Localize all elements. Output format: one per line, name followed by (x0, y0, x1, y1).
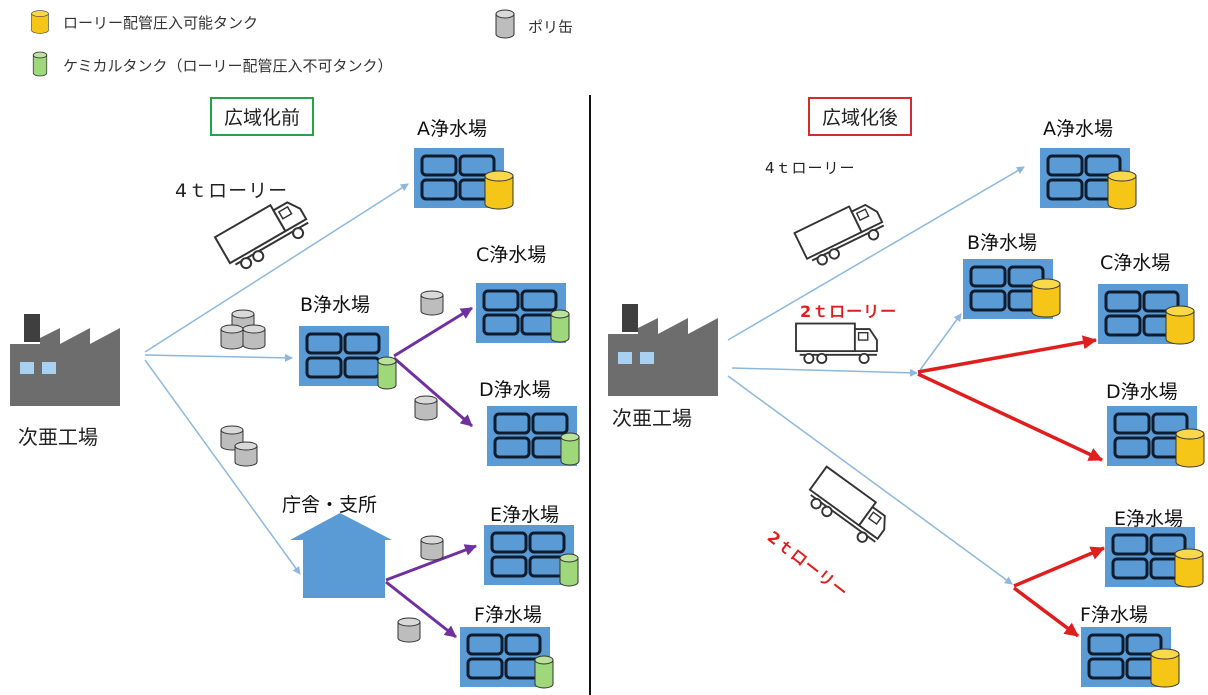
plant-label-d-before: D浄水場 (479, 379, 551, 401)
poly-can-e (420, 535, 444, 561)
plant-block-b-before (297, 324, 397, 390)
red-arrow-f (1012, 586, 1080, 638)
plant-label-c-after: C浄水場 (1100, 252, 1171, 274)
poly-can-group-office (220, 425, 258, 467)
truck-label-4t-after: 4ｔローリー (765, 159, 856, 177)
poly-can-d (414, 395, 438, 421)
plant-block-c-after (1096, 282, 1195, 346)
plant-block-b-after (961, 257, 1061, 321)
plant-label-b-before: B浄水場 (300, 294, 371, 316)
purple-arrow-f (385, 580, 457, 639)
legend-yellow-tank-icon (31, 10, 49, 34)
route-arrow-ef-after (727, 375, 1013, 585)
plant-block-e-before (482, 523, 579, 587)
plant-label-f-after: F浄水場 (1080, 604, 1148, 626)
poly-can-c (420, 290, 444, 316)
legend-lorry-tank-label: ローリー配管圧入可能タンク (63, 14, 259, 32)
before-title: 広域化前 (210, 97, 315, 136)
red-arrow-d (917, 372, 1103, 462)
after-title: 広域化後 (808, 97, 913, 136)
truck-label-4t-before: 4ｔローリー (175, 180, 289, 202)
route-arrow-a-after (727, 166, 1025, 341)
truck-label-2t-after: 2ｔローリー (800, 302, 898, 321)
truck-icon-4t-before (214, 192, 314, 276)
plant-label-c-before: C浄水場 (476, 244, 547, 266)
plant-block-d-after (1105, 404, 1205, 468)
plant-block-e-after (1103, 525, 1204, 589)
plant-block-d-before (485, 404, 580, 468)
route-arrow-b-before (144, 353, 293, 362)
truck-icon-2t-diagonal-after (801, 465, 896, 550)
plant-block-a-after (1038, 146, 1137, 210)
factory-icon-before (10, 314, 120, 406)
plant-block-a-before (412, 146, 514, 210)
red-arrow-c (917, 335, 1097, 374)
plant-label-f-before: F浄水場 (474, 604, 542, 626)
legend-green-tank-icon (32, 51, 48, 77)
route-arrow-office-before (144, 359, 301, 575)
plant-label-d-after: D浄水場 (1106, 381, 1178, 403)
legend-poly-can-label: ポリ缶 (528, 18, 574, 36)
factory-label-before: 次亜工場 (18, 425, 98, 449)
plant-label-a-after: A浄水場 (1043, 118, 1113, 140)
route-arrow-hub-after (731, 367, 918, 377)
red-arrow-e (1013, 546, 1105, 588)
route-arrow-b-after (919, 313, 962, 371)
poly-can-f (397, 617, 421, 643)
factory-icon-after (608, 304, 718, 396)
factory-label-after: 次亜工場 (612, 406, 692, 430)
plant-block-f-before (458, 625, 554, 689)
plant-block-c-before (474, 281, 570, 345)
plant-label-b-after: B浄水場 (967, 232, 1038, 254)
plant-block-f-after (1079, 625, 1180, 689)
legend-chemical-tank-label: ケミカルタンク（ローリー配管圧入不可タンク） (63, 57, 393, 75)
purple-arrow-d (393, 356, 473, 428)
poly-can-group-b (220, 309, 266, 350)
truck-icon-4t-after (793, 195, 889, 271)
legend-poly-can-icon (495, 9, 515, 39)
purple-arrow-c (393, 306, 473, 358)
office-building-icon (290, 513, 392, 598)
plant-label-e-before: E浄水場 (490, 504, 560, 526)
office-label: 庁舎・支所 (282, 494, 378, 516)
purple-arrow-e (385, 544, 477, 582)
plant-label-a-before: A浄水場 (417, 118, 487, 140)
route-arrow-a-before (144, 183, 409, 353)
truck-icon-2t-after (795, 322, 878, 364)
plant-label-e-after: E浄水場 (1114, 508, 1184, 530)
